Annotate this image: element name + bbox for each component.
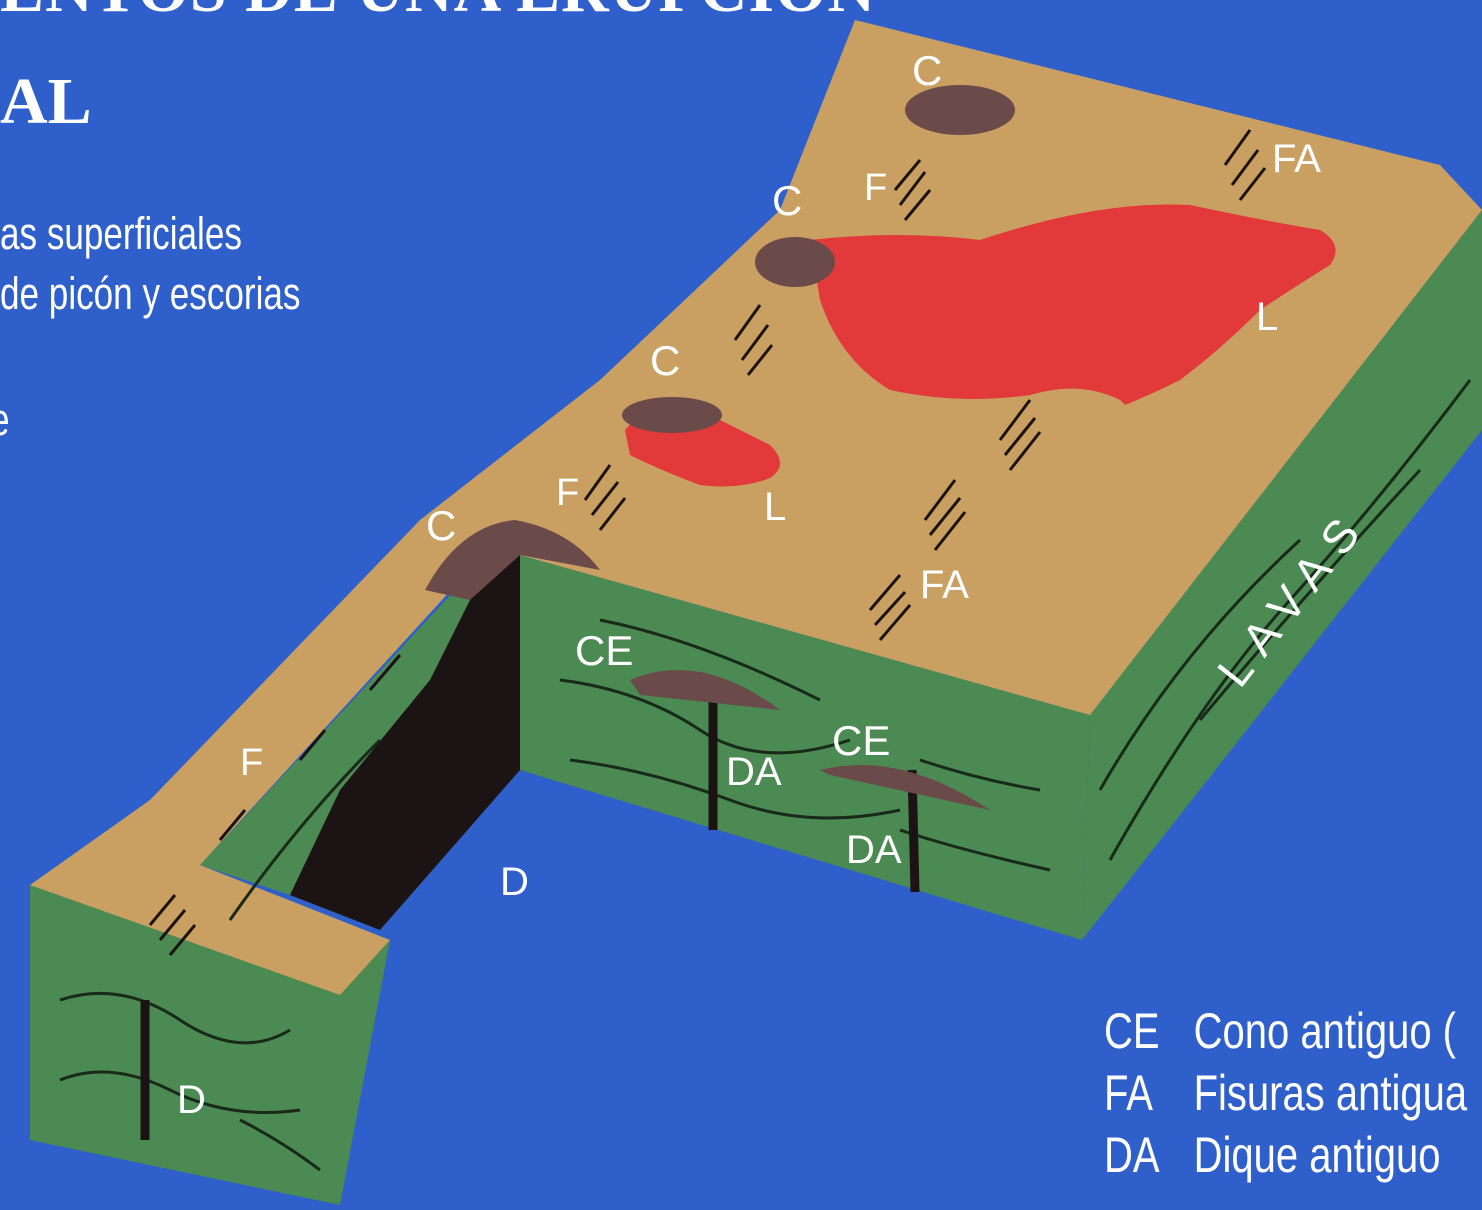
cone-label: C — [912, 47, 942, 94]
legend-abbr: FA — [1104, 1062, 1194, 1124]
lava-label: L — [764, 485, 786, 529]
fissure-label: F — [864, 167, 887, 209]
page-title-second-line: AL — [0, 64, 92, 140]
legend-description: Cono antiguo ( — [1194, 1003, 1456, 1059]
legend-abbr: DA — [1104, 1124, 1194, 1186]
cone-shape — [622, 397, 722, 433]
old-fissure-label: FA — [1272, 137, 1321, 181]
cone-shape — [755, 237, 835, 287]
legend-text-line: as superficiales — [0, 208, 242, 260]
legend-abbr: CE — [1104, 1000, 1194, 1062]
cone-label: C — [426, 502, 456, 549]
old-dike-label: DA — [726, 750, 782, 794]
cone-label: C — [650, 337, 680, 384]
legend-text-line: de picón y escorias — [0, 268, 300, 320]
old-cone-label: CE — [832, 717, 890, 764]
legend-description: Fisuras antigua — [1194, 1065, 1467, 1121]
cone-label: C — [772, 177, 802, 224]
dike-label: D — [500, 860, 529, 904]
lava-label: L — [1256, 295, 1278, 339]
old-dike-label: DA — [846, 828, 902, 872]
page-title: ENTOS DE UNA ERUPCION — [0, 0, 876, 28]
fissure-label: F — [556, 472, 579, 514]
legend-description: Dique antiguo — [1194, 1127, 1441, 1183]
fissure-label: F — [240, 742, 263, 784]
old-cone-label: CE — [575, 627, 633, 674]
dike-label: D — [177, 1078, 206, 1122]
old-fissure-label: FA — [920, 563, 969, 607]
legend-text-line: e — [0, 394, 10, 446]
